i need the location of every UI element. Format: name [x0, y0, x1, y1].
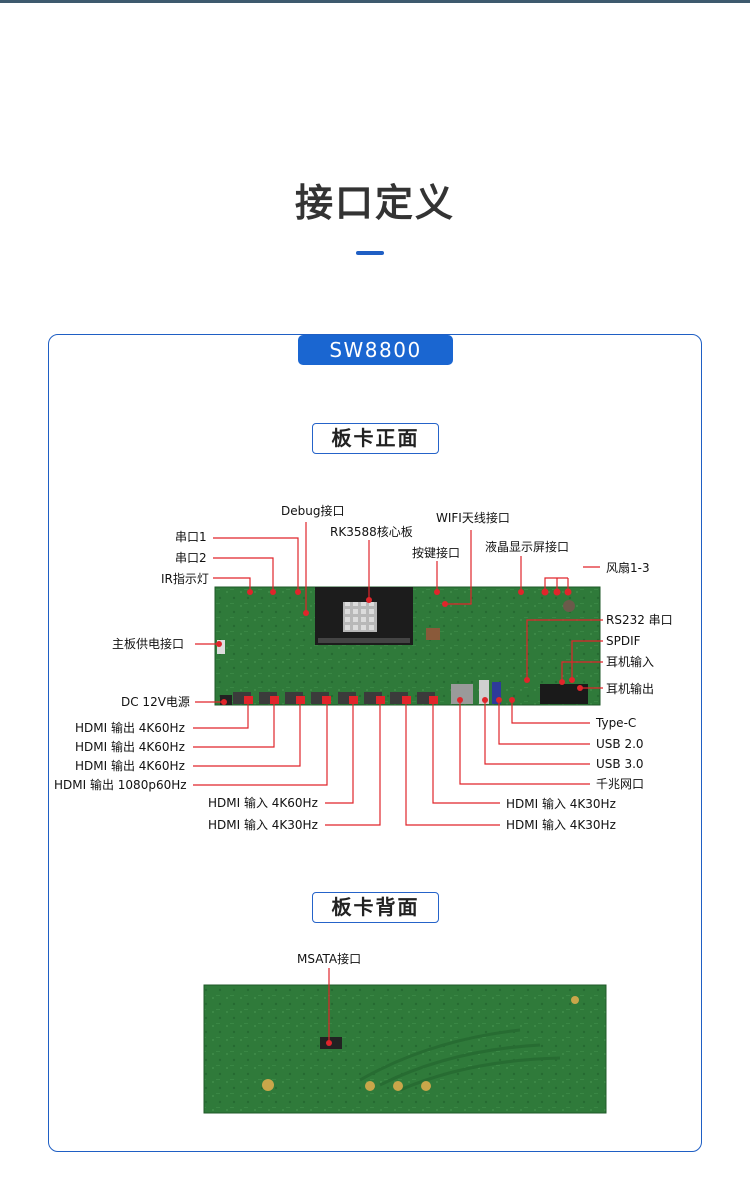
label-main-power: 主板供电接口	[112, 637, 185, 651]
label-hdmi-in3: HDMI 输入 4K30Hz	[506, 797, 616, 811]
label-hdmi-out2: HDMI 输出 4K60Hz	[75, 740, 185, 754]
label-hdmi-in4: HDMI 输入 4K30Hz	[506, 818, 616, 832]
label-gbe: 千兆网口	[596, 777, 645, 791]
label-hdmi-in1: HDMI 输入 4K60Hz	[208, 796, 318, 810]
model-tag: SW8800	[298, 335, 453, 365]
label-keys: 按键接口	[412, 546, 461, 560]
label-ir-led: IR指示灯	[161, 572, 209, 586]
back-section-tag: 板卡背面	[312, 892, 439, 923]
label-hdmi-out1: HDMI 输出 4K60Hz	[75, 721, 185, 735]
label-rs232: RS232 串口	[606, 613, 673, 627]
label-uart1: 串口1	[175, 530, 207, 544]
front-section-tag: 板卡正面	[312, 423, 439, 454]
page-title: 接口定义	[294, 181, 455, 225]
title-underline	[356, 251, 384, 255]
label-wifi: WIFI天线接口	[436, 511, 510, 525]
label-core-board: RK3588核心板	[330, 525, 413, 539]
spec-panel	[48, 334, 702, 1152]
label-debug: Debug接口	[281, 504, 345, 518]
label-lcd: 液晶显示屏接口	[485, 540, 570, 554]
label-hdmi-in2: HDMI 输入 4K30Hz	[208, 818, 318, 832]
label-spdif: SPDIF	[606, 634, 641, 648]
top-border-line	[0, 0, 750, 3]
label-mic-in: 耳机输入	[606, 655, 655, 669]
label-hdmi-out3: HDMI 输出 4K60Hz	[75, 759, 185, 773]
label-headphone-out: 耳机输出	[606, 682, 655, 696]
label-msata: MSATA接口	[297, 952, 362, 966]
label-usb3: USB 3.0	[596, 757, 644, 771]
label-fan: 风扇1-3	[606, 561, 650, 575]
label-hdmi-out4: HDMI 输出 1080p60Hz	[54, 778, 187, 792]
label-uart2: 串口2	[175, 551, 207, 565]
label-dc12v: DC 12V电源	[121, 695, 190, 709]
label-usb2: USB 2.0	[596, 737, 644, 751]
label-type-c: Type-C	[596, 716, 637, 730]
